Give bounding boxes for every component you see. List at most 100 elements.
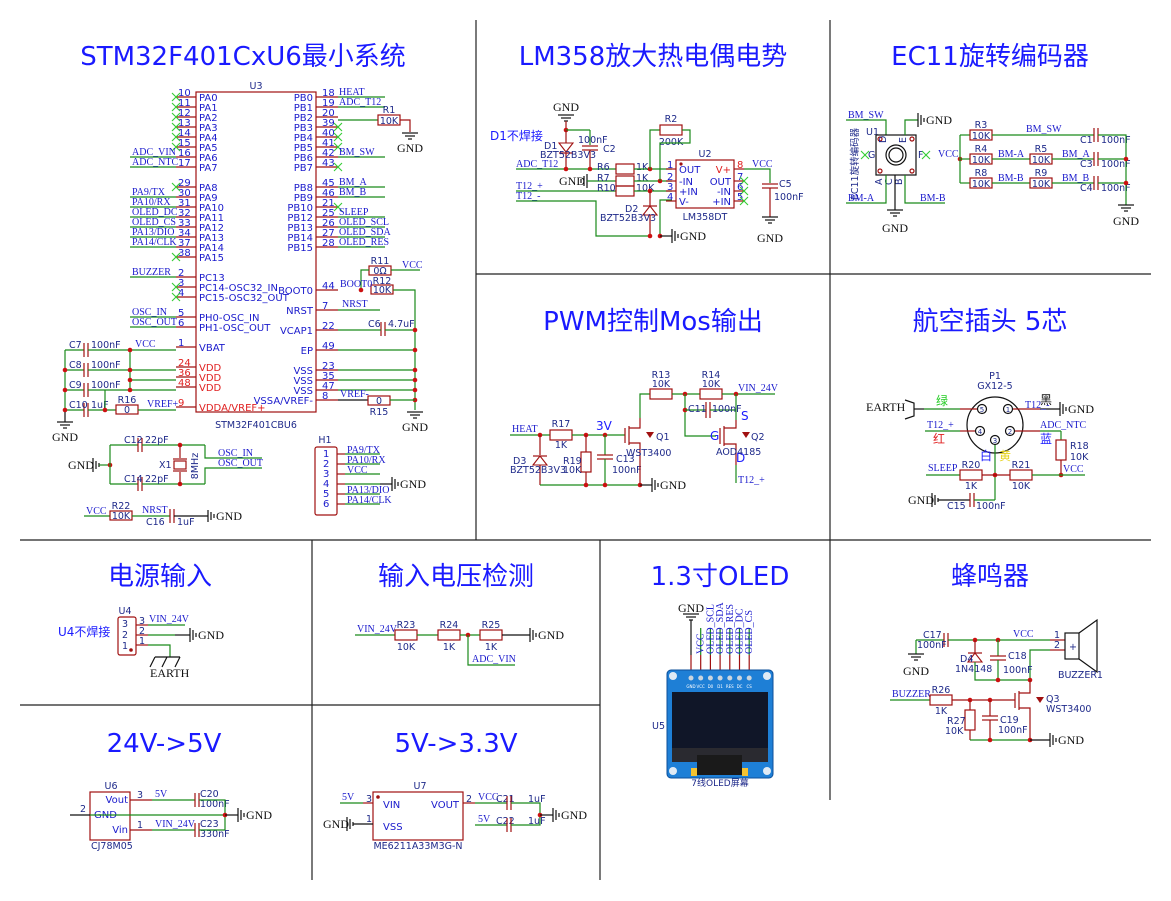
svg-text:T12_+: T12_+ [927,420,954,431]
pin-name: PA8 [199,183,218,194]
svg-text:10K: 10K [945,726,964,737]
pin-name: PB9 [294,193,313,204]
pin-name: VDDA/VREF+ [199,403,266,414]
svg-text:2: 2 [466,794,472,805]
pin-number: 1 [323,449,329,460]
svg-text:100nF: 100nF [917,640,947,651]
silk-label: DC [737,684,743,689]
svg-text:BM_SW: BM_SW [848,110,884,121]
svg-text:T12_+: T12_+ [516,181,543,192]
mcu-ref: U3 [250,81,263,92]
net-label: PA14/CLK [132,237,177,248]
svg-text:VCC: VCC [402,260,423,271]
pin-name: PA6 [199,153,218,164]
pin-name: PA5 [199,143,218,154]
svg-text:1K: 1K [636,173,649,184]
net-label: BM_B [339,187,367,198]
h1-pin: 4 [323,479,380,490]
svg-text:100nF: 100nF [1101,183,1131,194]
oled-pin: 7OLED_CS [744,610,755,675]
svg-text:2: 2 [80,804,86,815]
pin-name: -IN [717,187,731,198]
silk-label: CS [747,684,753,689]
svg-text:GND: GND [660,478,686,492]
svg-text:5V: 5V [342,792,355,803]
svg-text:100nF: 100nF [578,135,608,146]
pin-name: PA13 [199,233,224,244]
svg-text:1K: 1K [636,162,649,173]
svg-text:100nF: 100nF [1101,159,1131,170]
svg-text:红: 红 [933,431,945,446]
svg-text:R6: R6 [597,162,610,173]
pin-number: 43 [322,158,335,169]
pin-name: PB2 [294,113,313,124]
pin-number: 14 [178,128,191,139]
pin-number: 35 [322,371,335,382]
svg-text:R24: R24 [440,620,459,631]
svg-text:100nF: 100nF [1003,665,1033,676]
svg-text:C17: C17 [923,630,942,641]
net-label: OLED_SDA [339,227,391,238]
svg-text:U4: U4 [119,606,132,617]
svg-text:1: 1 [122,641,128,652]
svg-text:ADC_VIN: ADC_VIN [472,654,516,665]
ldo-3v3: U7 VIN VSS VOUT ME6211A33M3G-N 5V 3 GND … [323,781,587,852]
svg-text:WST3400: WST3400 [1046,704,1091,715]
svg-text:BM_SW: BM_SW [1026,124,1062,135]
svg-text:VIN_24V: VIN_24V [155,819,196,830]
svg-text:GND: GND [1058,733,1084,747]
pin-number: 12 [178,108,191,119]
pin-name: PH0-OSC_IN [199,313,259,324]
pin-name: PB4 [294,133,313,144]
pin-number: 21 [322,198,335,209]
svg-text:5V: 5V [155,789,168,800]
svg-text:U6: U6 [105,781,118,792]
pin-number: 29 [178,178,191,189]
svg-text:U4不焊接: U4不焊接 [58,624,110,639]
pin-number: 15 [178,138,191,149]
pin-number: 24 [178,358,191,369]
net-label: OSC_IN [132,307,167,318]
pin-number: 41 [322,138,335,149]
svg-text:C22: C22 [496,816,515,827]
svg-text:C16: C16 [146,517,165,528]
svg-text:黄: 黄 [999,449,1011,463]
svg-text:GND: GND [553,100,579,114]
svg-text:3: 3 [139,616,145,627]
svg-text:GND: GND [559,174,585,188]
svg-text:D3: D3 [513,456,526,467]
oled-header-pad [698,675,704,681]
pin-number: 33 [178,218,191,229]
svg-text:R25: R25 [482,620,501,631]
svg-text:1: 1 [1006,406,1010,414]
svg-text:BM-A: BM-A [998,149,1025,160]
svg-text:R8: R8 [975,168,988,179]
pin-name: PB3 [294,123,313,134]
svg-text:HEAT: HEAT [512,424,538,435]
pin-name: PA9 [199,193,218,204]
svg-text:7线OLED屏幕: 7线OLED屏幕 [691,777,748,789]
pin-number: 3 [323,469,329,480]
pin-number: 4 [667,192,673,203]
svg-text:C: C [884,178,895,185]
svg-text:10K: 10K [397,642,416,653]
pin-number: 48 [178,378,191,389]
svg-text:GND: GND [68,458,94,472]
pin-number: 6 [323,499,329,510]
svg-text:VIN_24V: VIN_24V [149,614,190,625]
svg-text:GND: GND [908,493,934,507]
svg-text:D: D [736,451,745,465]
pin-number: 11 [178,98,191,109]
svg-text:C20: C20 [200,789,219,800]
